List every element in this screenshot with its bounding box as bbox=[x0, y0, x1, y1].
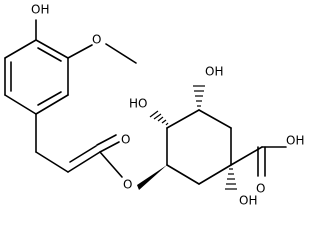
cyclohexane-ring bbox=[166, 109, 232, 185]
methyl-bond bbox=[105, 43, 137, 64]
aromatic-ring bbox=[4, 39, 69, 115]
ester-carbonyl-o-label: O bbox=[121, 133, 130, 147]
carbonyl-c-o-bond-b bbox=[96, 134, 117, 146]
c1-oh-label: OH bbox=[239, 194, 257, 208]
c1-hashed-bond bbox=[225, 168, 237, 190]
methoxy-o-label: O bbox=[92, 33, 101, 47]
c4-ho-label: HO bbox=[129, 97, 147, 111]
methoxy-bond bbox=[67, 44, 93, 59]
c4-hashed-bond bbox=[149, 110, 169, 126]
acid-oh-label: OH bbox=[286, 134, 304, 148]
ester-o-label: O bbox=[123, 178, 132, 192]
c5-hashed-bond bbox=[193, 85, 205, 107]
carbonyl-c-o-bond-a bbox=[99, 141, 120, 153]
ester-wedge-bond bbox=[137, 165, 167, 190]
c5-oh-label: OH bbox=[205, 65, 223, 79]
vinyl-chain bbox=[35, 113, 101, 173]
phenol-oh-label: OH bbox=[31, 3, 49, 17]
acid-carbonyl-o-label: O bbox=[256, 182, 265, 196]
c1-carboxyl-bond bbox=[230, 146, 263, 166]
ester-c-o-bond bbox=[99, 151, 123, 178]
